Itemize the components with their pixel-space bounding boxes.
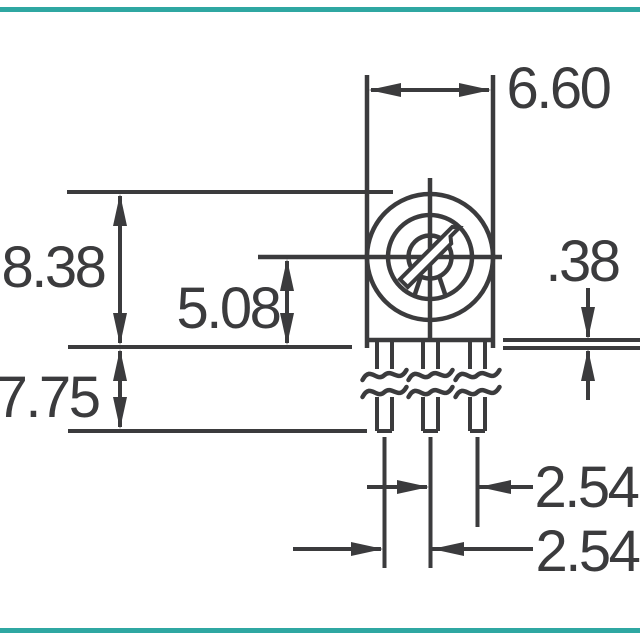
label-pitch-right: 2.54	[535, 455, 639, 520]
bottom-accent-bar	[0, 628, 640, 633]
arrow-down-icon	[113, 313, 127, 345]
label-body-width: 6.60	[507, 56, 610, 121]
pins	[375, 340, 487, 433]
wiper-tab-right-edge	[436, 275, 449, 298]
pin-3	[468, 340, 487, 433]
arrow-down-icon	[280, 313, 294, 345]
arrow-up-icon	[113, 349, 127, 381]
arrow-right-icon	[459, 83, 491, 97]
arrow-up-icon	[581, 349, 595, 381]
reference-lines	[67, 190, 640, 433]
arrow-right-icon	[351, 542, 383, 556]
break-mark	[406, 367, 455, 383]
arrow-up-icon	[280, 259, 294, 291]
label-pitch-left: 2.54	[536, 519, 640, 584]
break-mark	[360, 384, 409, 400]
break-mark	[453, 367, 502, 383]
label-standoff: .38	[545, 229, 618, 294]
arrow-left-icon	[479, 480, 511, 494]
pin-2	[421, 340, 440, 433]
pin-break-marks	[360, 367, 502, 400]
top-accent-bar	[0, 7, 640, 12]
break-mark	[406, 384, 455, 400]
screwdriver-slot	[397, 224, 464, 290]
label-pin-length: 7.75	[0, 365, 99, 430]
arrow-left-icon	[369, 83, 401, 97]
arrow-left-icon	[432, 542, 464, 556]
arrowheads	[113, 83, 595, 556]
arrow-down-icon	[581, 307, 595, 339]
label-center-to-seating: 5.08	[177, 276, 280, 341]
dimension-labels: 6.60 8.38 5.08 .38 7.75 2.54 2.54	[0, 56, 640, 584]
wiper-tab-left-edge	[411, 275, 424, 298]
arrow-down-icon	[113, 397, 127, 429]
pin-1	[375, 340, 394, 433]
label-overall-height: 8.38	[2, 235, 105, 300]
component-body	[258, 75, 502, 348]
break-mark	[453, 384, 502, 400]
break-mark	[360, 367, 409, 383]
arrow-up-icon	[113, 194, 127, 226]
arrow-right-icon	[397, 480, 429, 494]
